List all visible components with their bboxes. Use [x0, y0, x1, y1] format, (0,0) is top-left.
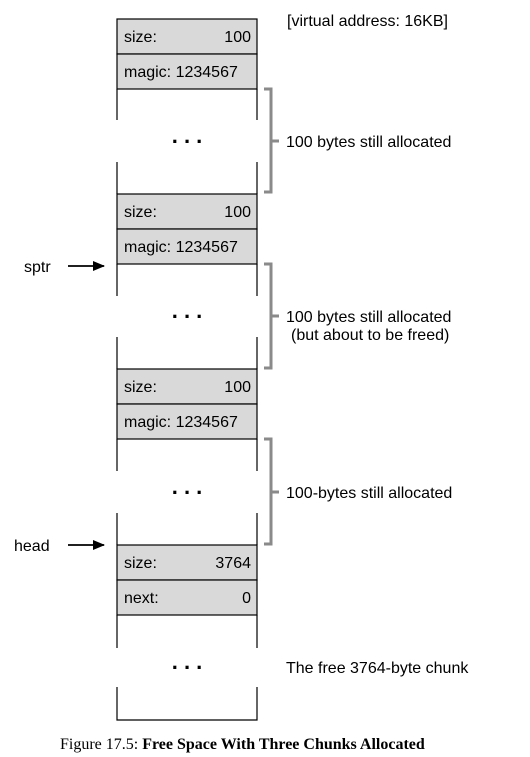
free-chunk: size: 3764 next: 0 . . . The free 3764-b…: [116, 544, 469, 721]
magic-header-cell: [116, 53, 258, 90]
sptr-pointer: sptr: [24, 259, 105, 276]
size-value: 100: [224, 204, 251, 221]
size-label: size:: [124, 204, 157, 221]
memory-layout-diagram: [virtual address: 16KB] size: 100 magic:…: [14, 13, 469, 721]
magic-label: magic: 1234567: [124, 64, 238, 81]
size-header-cell: [116, 18, 258, 55]
size-header-cell: [116, 193, 258, 230]
chunk-2: size: 100 magic: 1234567 . . . 100 bytes…: [116, 193, 451, 370]
region-description-note: (but about to be freed): [291, 327, 449, 344]
region-bracket: [264, 437, 279, 546]
magic-label: magic: 1234567: [124, 239, 238, 256]
ellipsis: . . .: [172, 298, 203, 323]
figure-caption: Figure 17.5: Free Space With Three Chunk…: [60, 736, 520, 754]
head-pointer: head: [14, 538, 105, 555]
chunk-3: size: 100 magic: 1234567 . . . 100-bytes…: [116, 368, 452, 546]
region-bracket: [264, 87, 279, 194]
size-header-cell: [116, 368, 258, 405]
free-chunk-description: The free 3764-byte chunk: [286, 660, 469, 677]
region-description: 100 bytes still allocated: [286, 309, 451, 326]
figure-caption-prefix: Figure 17.5:: [60, 736, 143, 753]
size-value: 100: [224, 29, 251, 46]
magic-label: magic: 1234567: [124, 414, 238, 431]
virtual-address-label: [virtual address: 16KB]: [287, 13, 448, 30]
next-label: next:: [124, 590, 159, 607]
magic-header-cell: [116, 403, 258, 440]
ellipsis: . . .: [172, 123, 203, 148]
region-description: 100-bytes still allocated: [286, 485, 452, 502]
magic-header-cell: [116, 228, 258, 265]
region-description: 100 bytes still allocated: [286, 134, 451, 151]
figure-caption-title: Free Space With Three Chunks Allocated: [142, 736, 425, 753]
size-label: size:: [124, 29, 157, 46]
next-header-cell: [116, 579, 258, 616]
head-label: head: [14, 538, 50, 555]
size-label: size:: [124, 555, 157, 572]
region-bottom-edge: [116, 687, 258, 721]
next-value: 0: [242, 590, 251, 607]
region-bracket: [264, 262, 279, 370]
size-header-cell: [116, 544, 258, 581]
chunk-1: size: 100 magic: 1234567 . . . 100 bytes…: [116, 18, 451, 194]
size-value: 3764: [215, 555, 251, 572]
ellipsis: . . .: [172, 649, 203, 674]
size-value: 100: [224, 379, 251, 396]
sptr-label: sptr: [24, 259, 51, 276]
ellipsis: . . .: [172, 474, 203, 499]
size-label: size:: [124, 379, 157, 396]
